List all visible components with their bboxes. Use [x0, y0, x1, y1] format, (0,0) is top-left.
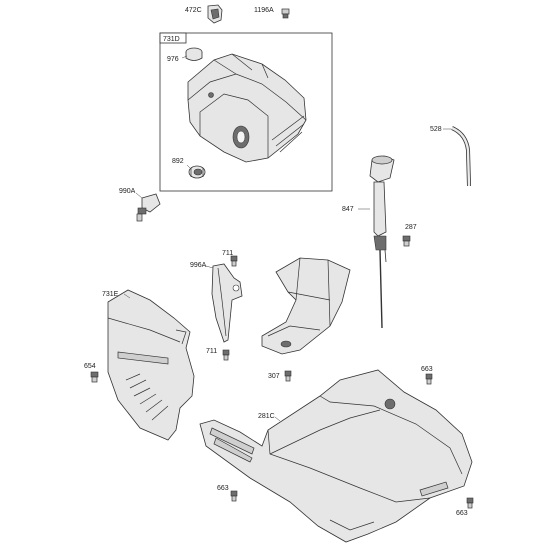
part-307-screw [284, 370, 292, 382]
part-731d-housing [187, 53, 307, 163]
label-990a: 990A [119, 188, 136, 195]
label-731e: 731E [102, 291, 119, 298]
part-711-screw-low [222, 349, 230, 361]
label-996a: 996A [190, 262, 207, 269]
part-990a-key [136, 193, 161, 222]
part-731e-panel [107, 289, 195, 441]
part-663-screw-lowright [466, 497, 474, 509]
part-281c-base [199, 369, 473, 543]
label-892: 892 [172, 158, 184, 165]
part-663-screw-left [230, 490, 238, 502]
part-center-shroud [261, 257, 351, 355]
label-281c: 281C [258, 413, 275, 420]
label-528: 528 [430, 126, 442, 133]
part-892-grommet [188, 165, 206, 179]
label-663-left: 663 [217, 485, 229, 492]
label-654: 654 [84, 363, 96, 370]
group-731d-frame [159, 32, 333, 192]
part-996a-bracket [211, 263, 243, 343]
part-287-bolt [402, 235, 411, 247]
part-976-cap [185, 47, 203, 61]
label-711-low: 711 [206, 348, 217, 355]
label-731d: 731D [163, 36, 180, 43]
part-711-screw-top [230, 255, 238, 267]
label-307: 307 [268, 373, 280, 380]
label-847: 847 [342, 206, 354, 213]
label-976: 976 [167, 56, 179, 63]
part-1196a-screw [281, 8, 290, 19]
part-654-screw [90, 371, 99, 383]
label-1196a: 1196A [254, 7, 274, 14]
label-472c: 472C [185, 7, 202, 14]
label-287: 287 [405, 224, 417, 231]
part-472c-clip [207, 4, 223, 24]
group-731d-tag [159, 32, 187, 44]
label-663-lowright: 663 [456, 510, 468, 517]
part-528-tube [451, 126, 471, 187]
part-847-dipstick [369, 155, 395, 329]
label-663-right: 663 [421, 366, 433, 373]
part-663-screw-right [425, 373, 433, 385]
label-711-top: 711 [222, 250, 233, 257]
